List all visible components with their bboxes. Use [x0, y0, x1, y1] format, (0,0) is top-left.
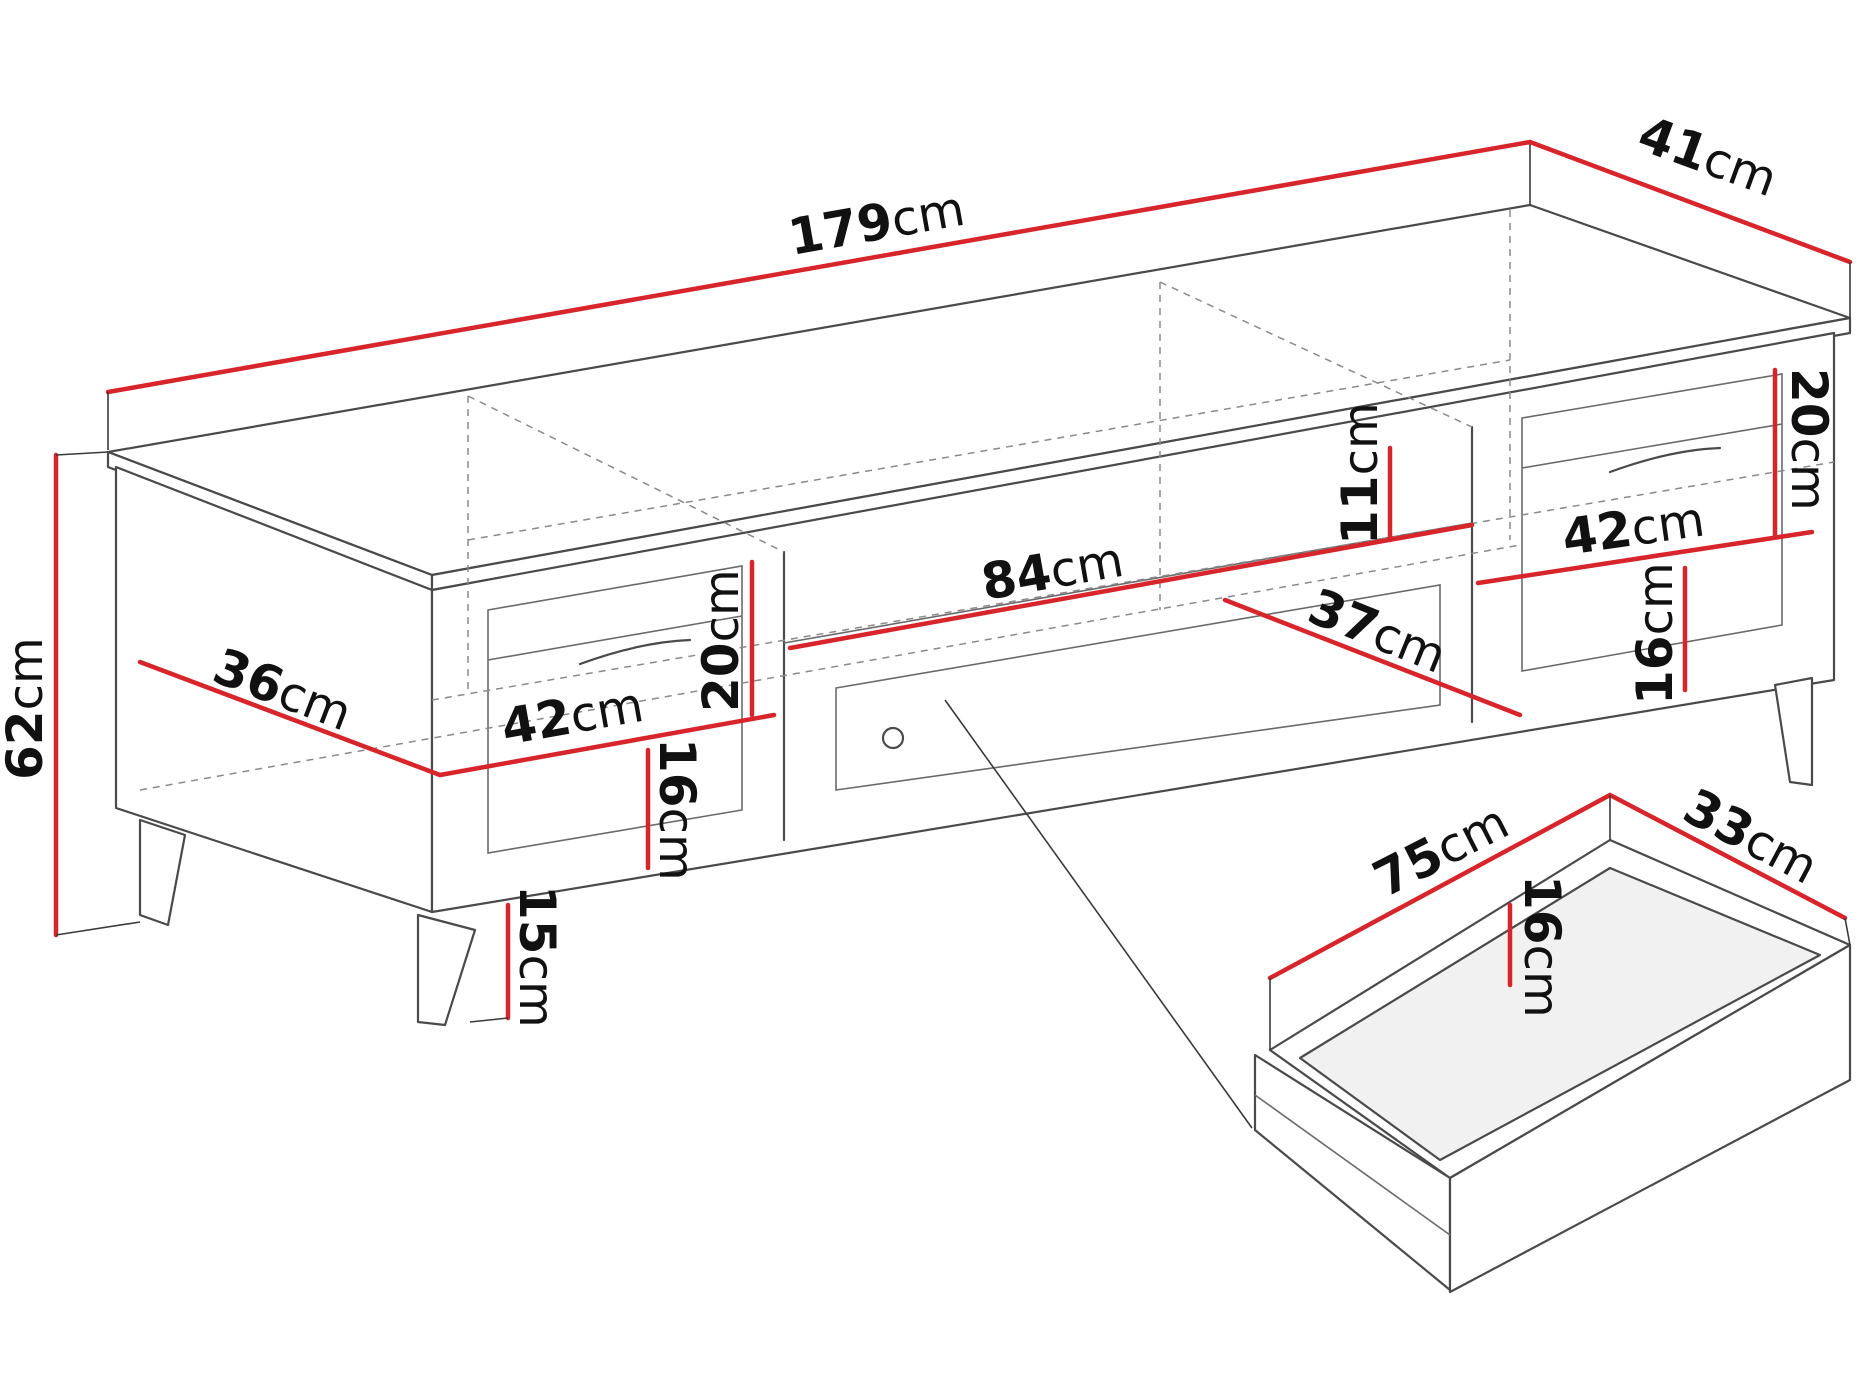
left-drawer-handle-icon [578, 638, 692, 666]
label-right-opening-height: 20cm [1780, 368, 1838, 511]
dim-line-left-drawer-width [437, 712, 777, 778]
label-left-drawer-height: 16cm [648, 738, 706, 881]
dim-line-center-width [787, 522, 1475, 651]
dim-line-drawer-box-depth [1607, 792, 1848, 921]
label-drawer-box-height: 16cm [1513, 875, 1571, 1018]
label-total-width: 179cm [784, 179, 969, 267]
center-drawer-front [835, 584, 1441, 791]
cabinet-legs [138, 676, 1814, 1027]
left-drawer-front [487, 565, 743, 854]
drawer-box-front-panel [1448, 943, 1852, 1294]
right-drawer-front [1521, 373, 1783, 672]
right-drawer-handle-icon [1608, 446, 1722, 474]
drawer-leader-line [944, 699, 1253, 1129]
cabinet-drawing [106, 203, 1852, 1027]
drawer-box-drawing [944, 699, 1852, 1294]
dimension-lines [53, 139, 1853, 1050]
dim-line-right-drawer-width [1475, 529, 1815, 586]
label-depth: 41cm [1631, 105, 1785, 208]
label-left-opening-height: 20cm [692, 569, 750, 712]
label-right-drawer-width: 42cm [1559, 490, 1708, 567]
label-left-drawer-width: 42cm [497, 675, 648, 757]
dim-line-left-shelf-depth [137, 659, 443, 778]
drawer-box-inside [1298, 866, 1822, 1162]
label-total-height: 62cm [0, 637, 54, 780]
label-leg-height: 15cm [508, 885, 566, 1028]
dim-line-depth [1527, 139, 1853, 265]
label-center-width: 84cm [977, 530, 1128, 612]
cabinet-top-right-edge [430, 316, 1852, 592]
label-center-opening-height: 11cm [1331, 402, 1389, 545]
label-drawer-box-width: 75cm [1364, 792, 1518, 908]
cabinet-front [430, 331, 1836, 914]
center-drawer-knob-icon [881, 726, 905, 750]
dim-line-drawer-box-width [1267, 792, 1613, 981]
label-right-drawer-height: 16cm [1626, 562, 1684, 705]
dim-line-center-depth [1222, 597, 1523, 718]
hidden-lines [139, 210, 1835, 791]
dimension-labels: 179cm 41cm 62cm 36cm 42cm 20cm 16cm 15cm… [0, 105, 1838, 1028]
dim-line-total-width [105, 139, 1533, 395]
